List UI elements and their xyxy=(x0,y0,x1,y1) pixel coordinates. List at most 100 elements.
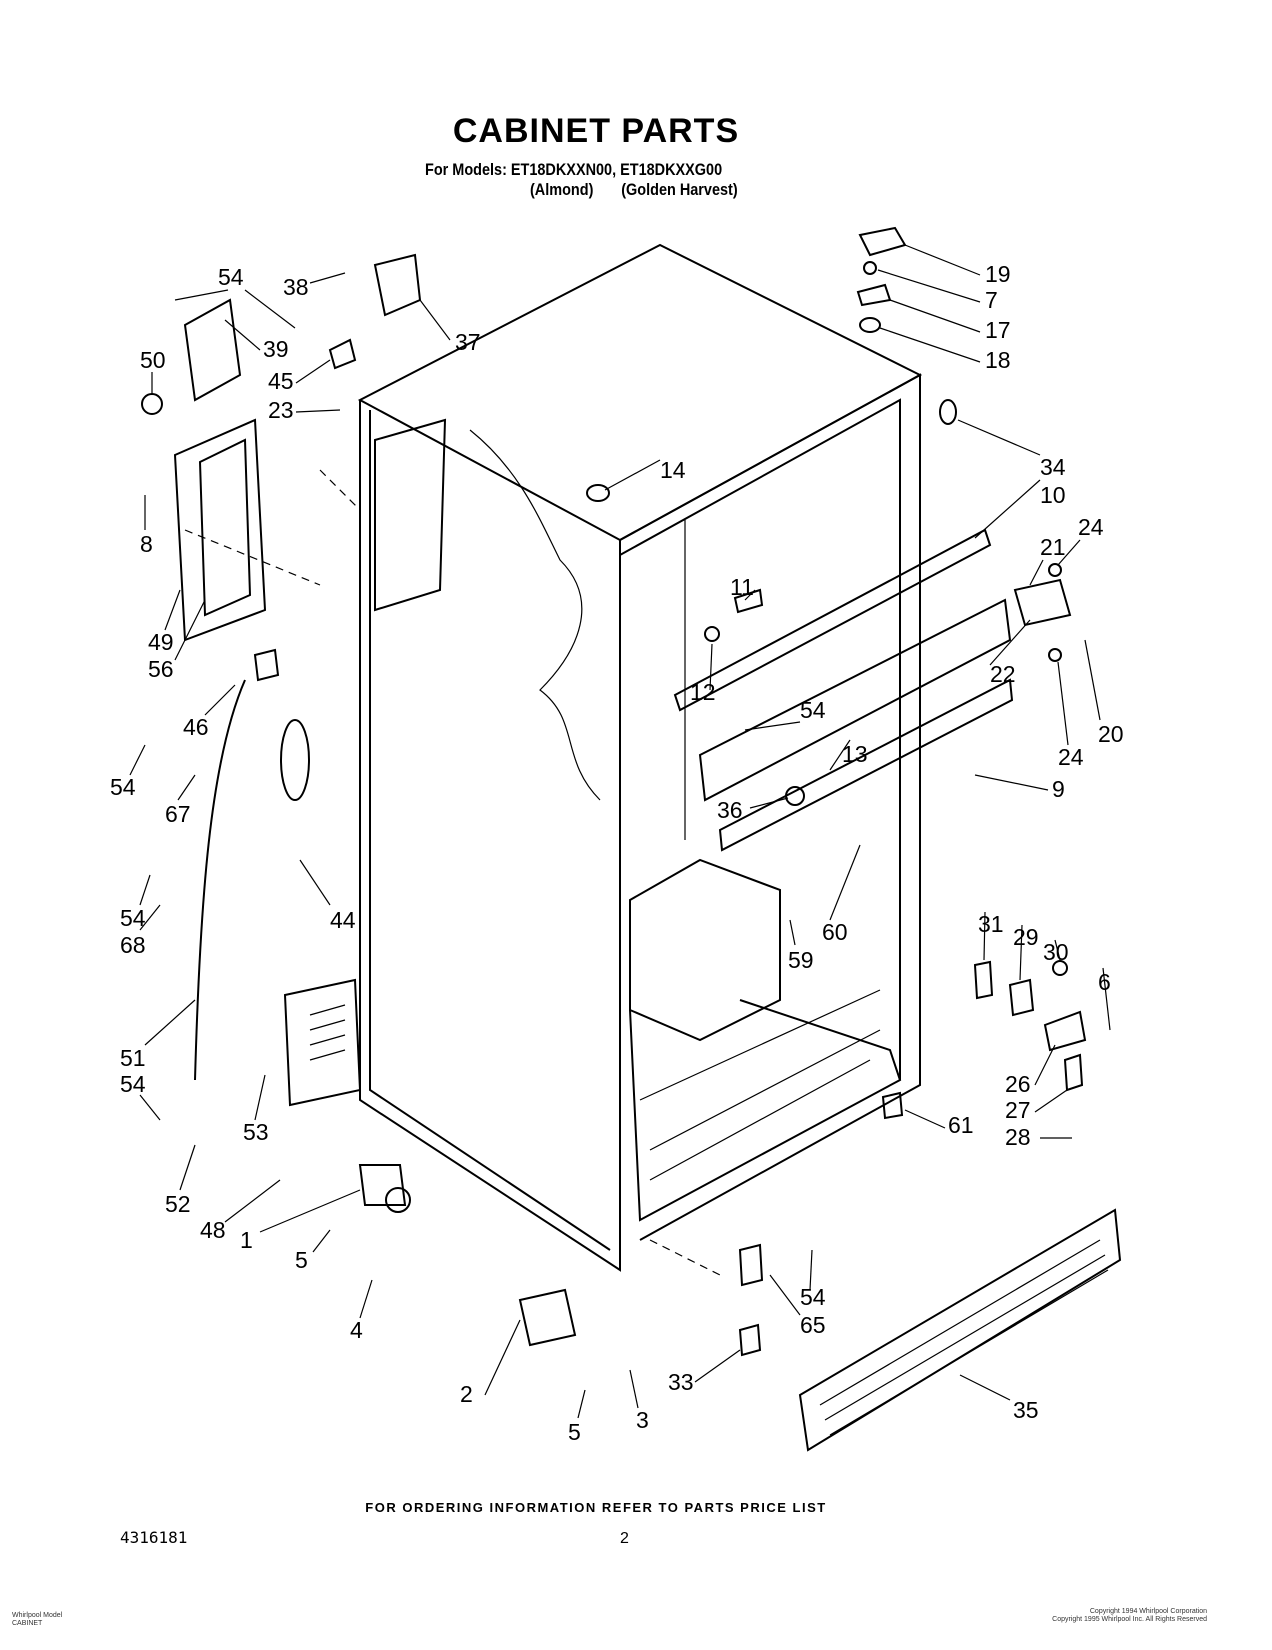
callout-8: 8 xyxy=(140,531,153,557)
part-19-hinge-cover xyxy=(858,226,907,257)
cabinet-right-edge xyxy=(619,373,921,1241)
callout-48: 48 xyxy=(200,1217,226,1243)
callout-23: 23 xyxy=(268,397,294,423)
callout-36: 36 xyxy=(717,797,743,823)
callout-27: 27 xyxy=(1005,1097,1031,1123)
lower-hinge-parts xyxy=(881,960,1087,1120)
callout-37: 37 xyxy=(455,329,481,355)
part-4-roller-bracket xyxy=(358,1164,407,1206)
callout-20: 20 xyxy=(1098,721,1124,747)
fine-print-left: Whirlpool Model CABINET xyxy=(12,1612,63,1627)
assembly-leaders xyxy=(184,469,721,1276)
callout-54: 54 xyxy=(218,264,244,290)
control-housing-parts xyxy=(141,253,422,642)
grille-slots xyxy=(819,1239,1109,1436)
floor-ribs xyxy=(639,989,881,1181)
part-56-gasket xyxy=(198,438,252,617)
part-30-washer xyxy=(1052,960,1068,976)
callout-60: 60 xyxy=(822,919,848,945)
part-17-hinge xyxy=(856,283,892,307)
document-part-number: 4316181 xyxy=(120,1528,188,1547)
callout-65: 65 xyxy=(800,1312,826,1338)
part-34-plug xyxy=(939,399,957,425)
callout-68: 68 xyxy=(120,932,146,958)
model-colors: (Almond) (Golden Harvest) xyxy=(530,180,761,200)
part-13-mullion xyxy=(698,598,1012,802)
divider-rails xyxy=(673,528,1072,852)
part-36-button xyxy=(785,786,805,806)
callout-33: 33 xyxy=(668,1369,694,1395)
evaporator-housing xyxy=(629,858,781,1042)
callout-49: 49 xyxy=(148,629,174,655)
page-number: 2 xyxy=(620,1530,629,1547)
color-almond: (Almond) xyxy=(530,180,594,199)
color-golden-harvest: (Golden Harvest) xyxy=(621,180,738,199)
callout-10: 10 xyxy=(1040,482,1066,508)
callout-12: 12 xyxy=(690,679,716,705)
callout-22: 22 xyxy=(990,661,1016,687)
part-46-clamp xyxy=(253,648,280,682)
callout-21: 21 xyxy=(1040,534,1066,560)
callout-19: 19 xyxy=(985,261,1011,287)
callout-2: 2 xyxy=(460,1381,473,1407)
part-51-tube xyxy=(194,679,246,1081)
part-33-clip xyxy=(738,1323,762,1357)
callout-26: 26 xyxy=(1005,1071,1031,1097)
part-4-roller-wheel xyxy=(385,1187,411,1213)
callout-7: 7 xyxy=(985,287,998,313)
callout-54d: 54 xyxy=(120,1071,146,1097)
ordering-note: FOR ORDERING INFORMATION REFER TO PARTS … xyxy=(365,1500,827,1515)
callout-3: 3 xyxy=(636,1407,649,1433)
callout-17: 17 xyxy=(985,317,1011,343)
page-title: CABINET PARTS xyxy=(452,112,740,150)
part-49-panel xyxy=(173,418,267,642)
callout-59: 59 xyxy=(788,947,814,973)
callout-56: 56 xyxy=(148,656,174,682)
callout-5: 5 xyxy=(295,1247,308,1273)
callout-13: 13 xyxy=(842,741,868,767)
part-48-access-cover xyxy=(283,978,362,1107)
part-61-bracket xyxy=(881,1091,904,1120)
callout-28: 28 xyxy=(1005,1124,1031,1150)
part-31-shim xyxy=(973,960,994,1000)
callout-51: 51 xyxy=(120,1045,146,1071)
callout-29: 29 xyxy=(1013,924,1039,950)
part-44-power-cord xyxy=(280,719,310,801)
part-7-bushing xyxy=(863,261,877,275)
base-grille xyxy=(738,1208,1122,1452)
part-14-plug xyxy=(586,484,610,502)
wiring-cutout xyxy=(374,418,447,612)
callout-leader-lines xyxy=(129,244,1111,1419)
part-27-pin xyxy=(1063,1053,1084,1092)
callout-31: 31 xyxy=(978,911,1004,937)
callout-4: 4 xyxy=(350,1317,363,1343)
left-lower-parts xyxy=(194,648,577,1347)
callout-50: 50 xyxy=(140,347,166,373)
part-29-spacer xyxy=(1008,978,1035,1017)
part-12-plug xyxy=(704,626,720,642)
callout-labels: 54 38 39 37 50 45 23 8 49 56 46 54 67 44… xyxy=(110,261,1124,1445)
callout-54e: 54 xyxy=(800,697,826,723)
cabinet-inner-front xyxy=(619,398,901,1080)
callout-9: 9 xyxy=(1052,776,1065,802)
copyright-notice: Copyright 1994 Whirlpool Corporation Cop… xyxy=(1052,1608,1207,1623)
cabinet-top xyxy=(357,243,923,542)
callout-11: 11 xyxy=(730,574,754,600)
part-24-washer-top xyxy=(1048,563,1062,577)
callout-54c: 54 xyxy=(120,905,146,931)
callout-39: 39 xyxy=(263,336,289,362)
callout-52: 52 xyxy=(165,1191,191,1217)
callout-24b: 24 xyxy=(1058,744,1084,770)
part-35-grille xyxy=(798,1208,1122,1452)
cabinet-left-side xyxy=(359,400,621,1272)
callout-14: 14 xyxy=(660,457,686,483)
callout-54f: 54 xyxy=(800,1284,826,1310)
cabinet-body xyxy=(357,243,923,1272)
part-50-plug xyxy=(141,393,163,415)
callout-1: 1 xyxy=(240,1227,253,1253)
cutaway-edge xyxy=(469,429,601,801)
part-38-harness xyxy=(373,253,422,317)
callout-61: 61 xyxy=(948,1112,974,1138)
callout-35: 35 xyxy=(1013,1397,1039,1423)
